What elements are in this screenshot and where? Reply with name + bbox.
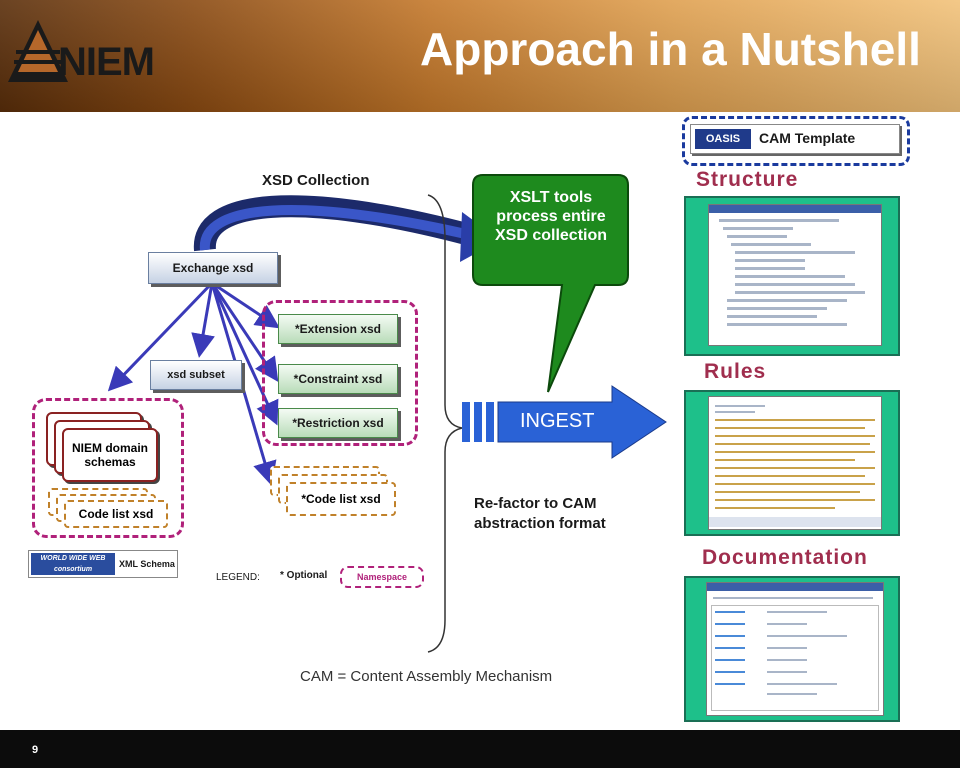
rules-thumbnail <box>684 390 900 536</box>
footer-bar <box>0 730 960 768</box>
cam-definition: CAM = Content Assembly Mechanism <box>300 668 553 685</box>
page-number: 9 <box>32 744 39 756</box>
oasis-logo: OASIS <box>695 129 751 149</box>
xml-schema-label: XML Schema <box>119 559 175 569</box>
rules-heading: Rules <box>704 360 767 383</box>
niem-logo <box>8 20 68 95</box>
w3c-xml-schema-logo: WORLD WIDE WEB consortium XML Schema <box>28 550 178 578</box>
structure-thumbnail <box>684 196 900 356</box>
documentation-thumbnail <box>684 576 900 722</box>
cam-template-label: CAM Template <box>759 130 856 146</box>
structure-screen <box>708 204 882 346</box>
cam-template-frame <box>682 116 910 166</box>
code-list-xsd-left: Code list xsd <box>64 500 168 528</box>
xsd-collection-label: XSD Collection <box>262 172 370 189</box>
xsd-subset-box: xsd subset <box>150 360 242 390</box>
namespace-boundary-extensions <box>262 300 418 446</box>
exchange-xsd-box: Exchange xsd <box>148 252 278 284</box>
constraint-xsd-box: *Constraint xsd <box>278 364 398 394</box>
documentation-screen <box>706 582 884 716</box>
rules-screen <box>708 396 882 530</box>
ingest-label: INGEST <box>520 410 595 432</box>
curved-arrow-highlight <box>199 205 472 251</box>
legend-label: LEGEND: <box>216 572 260 583</box>
legend-optional: * Optional <box>280 570 328 581</box>
restriction-xsd-box: *Restriction xsd <box>278 408 398 438</box>
callout-bubble <box>472 174 629 393</box>
code-list-xsd-right: *Code list xsd <box>286 482 396 516</box>
collection-brace <box>427 194 463 653</box>
namespace-boundary-niem <box>32 398 184 538</box>
niem-domain-schemas-doc: NIEM domain schemas <box>62 428 158 482</box>
legend-namespace: Namespace <box>340 566 424 588</box>
w3c-logo-mark: WORLD WIDE WEB consortium <box>31 553 115 575</box>
callout-text: XSLT tools process entire XSD collection <box>494 189 608 244</box>
slide-title: Approach in a Nutshell <box>420 23 921 75</box>
extension-xsd-box: *Extension xsd <box>278 314 398 344</box>
ingest-arrow-shape <box>497 385 667 459</box>
structure-heading: Structure <box>696 168 799 191</box>
documentation-heading: Documentation <box>702 546 868 569</box>
cam-template-box: OASIS CAM Template <box>690 124 900 154</box>
niem-logo-text: NIEM <box>58 40 155 84</box>
refactor-text: Re-factor to CAM abstraction format <box>474 495 606 532</box>
header-banner <box>0 0 960 112</box>
